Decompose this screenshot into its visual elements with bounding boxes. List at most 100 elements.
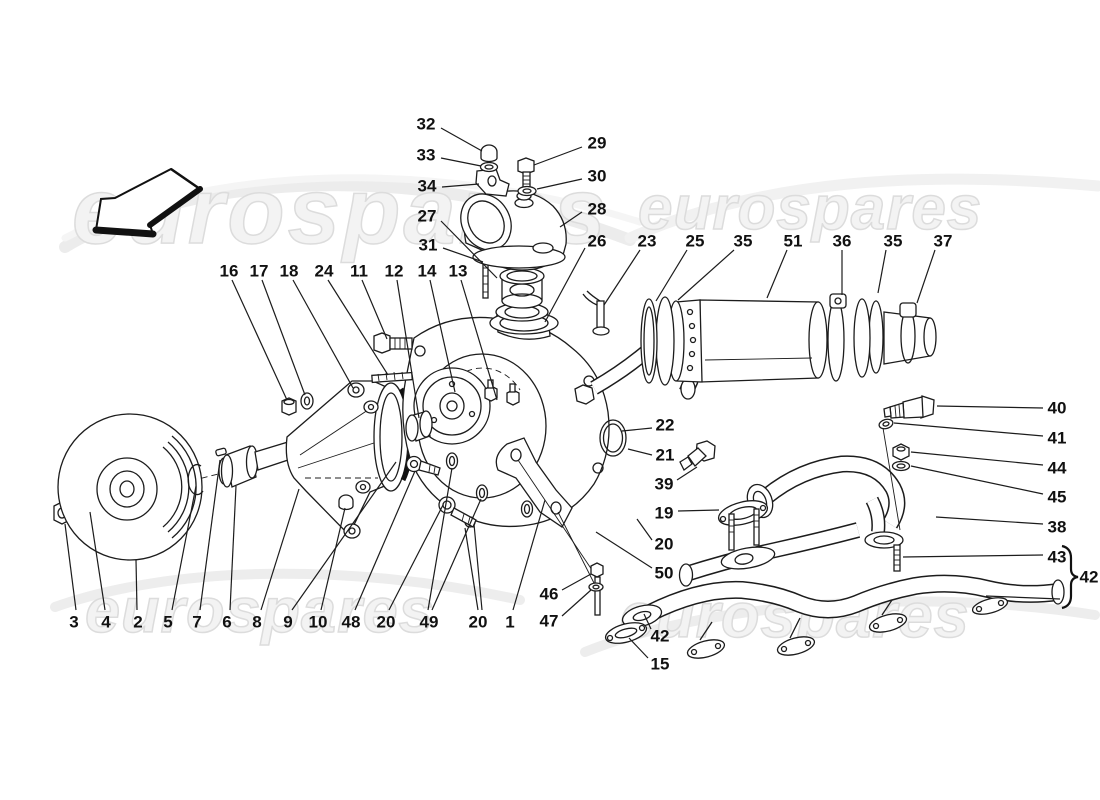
water-pump-body [371, 316, 610, 586]
leader-line-3 [64, 523, 77, 611]
leader-line-1 [512, 499, 546, 611]
union-fitting [679, 440, 716, 471]
part-label-3: 3 [69, 613, 78, 632]
gasket-15 [604, 622, 648, 644]
part-label-28: 28 [588, 200, 607, 219]
washer-47 [588, 582, 604, 592]
leader-line-43 [902, 554, 1044, 558]
part-label-30: 30 [588, 167, 607, 186]
part-label-13: 13 [449, 262, 468, 281]
part-label-32: 32 [417, 115, 436, 134]
part-label-20: 20 [377, 613, 396, 632]
sleeve-pipe-group [640, 293, 937, 386]
leader-line-4 [89, 511, 106, 611]
cap-nut [480, 144, 498, 163]
part-label-15: 15 [651, 655, 670, 674]
leader-line-51 [766, 249, 788, 299]
cap-nut-washer [479, 161, 499, 173]
leader-line-11 [361, 279, 388, 340]
cover-washer [300, 392, 314, 410]
pipe-51 [699, 299, 828, 383]
leader-line-50 [595, 531, 653, 569]
part-label-16: 16 [220, 262, 239, 281]
leader-line-20 [464, 527, 479, 611]
shaft-assembly [187, 441, 303, 496]
temp-sensor [883, 395, 935, 419]
watermark-top-right: eurospares [638, 174, 982, 243]
leader-line-31 [442, 247, 484, 263]
sensor-column [878, 395, 935, 572]
leader-line-29 [533, 146, 583, 166]
sensor-washer [878, 418, 894, 430]
cap-bolt-48 [405, 455, 441, 476]
leader-line-32 [440, 127, 483, 152]
part-label-10: 10 [309, 613, 328, 632]
body-studs [484, 379, 520, 406]
leader-line-38 [935, 516, 1044, 525]
leader-line-22 [621, 427, 653, 432]
leader-line-44 [910, 451, 1044, 466]
support-bracket [495, 437, 573, 528]
pump-rear-cover [281, 380, 414, 539]
leader-line-49 [427, 467, 453, 611]
leader-line-15 [628, 637, 649, 659]
part-label-22: 22 [656, 416, 675, 435]
part-label-37: 37 [934, 232, 953, 251]
part-label-42: 42 [651, 627, 670, 646]
end-fitting-37 [883, 302, 937, 365]
part-label-8: 8 [252, 613, 261, 632]
nut-46 [590, 562, 604, 578]
direction-arrow-icon [92, 167, 203, 238]
part-label-41: 41 [1048, 429, 1067, 448]
impeller [413, 367, 491, 445]
part-label-17: 17 [250, 262, 269, 281]
leader-line-42 [985, 595, 1061, 600]
leader-line-45 [910, 465, 1044, 495]
leader-line-48 [354, 470, 416, 611]
part-label-11: 11 [350, 262, 368, 281]
manifold-pipes [588, 508, 1065, 659]
leader-line-30 [536, 178, 583, 190]
leader-line-49 [431, 498, 482, 611]
part-label-20: 20 [655, 535, 674, 554]
leader-line-42 [643, 613, 652, 630]
cover-lugs [343, 382, 379, 539]
part-label-23: 23 [638, 232, 657, 251]
leader-line-37 [916, 249, 936, 304]
part-label-24: 24 [315, 262, 334, 281]
leader-line-33 [440, 157, 482, 167]
leader-line-25 [655, 249, 688, 302]
clamp-36 [827, 293, 847, 382]
washers-49 [445, 452, 534, 518]
part-label-7: 7 [192, 613, 201, 632]
shaft [254, 441, 292, 471]
washer-45 [891, 460, 911, 472]
sleeve-rings-35b [853, 298, 884, 378]
group-brace-42 [1061, 544, 1079, 610]
leader-line-20 [388, 504, 444, 611]
cover-nut [281, 397, 297, 416]
part-label-21: 21 [656, 446, 675, 465]
leader-line-20 [473, 523, 483, 611]
watermark-bottom-left: eurospares [85, 576, 435, 646]
leader-line-46 [561, 573, 592, 591]
pulley-assembly [53, 413, 251, 561]
stud-43 [893, 544, 901, 572]
leader-line-35 [677, 249, 735, 301]
part-label-12: 12 [385, 262, 404, 281]
key-pin [215, 447, 227, 457]
part-label-2: 2 [133, 613, 142, 632]
part-label-51: 51 [784, 232, 803, 251]
part-label-19: 19 [655, 504, 674, 523]
leader-line-26 [544, 247, 586, 323]
part-label-29: 29 [588, 134, 607, 153]
part-label-46: 46 [540, 585, 559, 604]
leader-line-10 [320, 507, 346, 611]
branch-flange [864, 531, 904, 549]
dome-plug [338, 494, 354, 511]
seal-bush [405, 410, 433, 442]
bleed-pipe [582, 290, 610, 336]
part-label-6: 6 [222, 613, 231, 632]
